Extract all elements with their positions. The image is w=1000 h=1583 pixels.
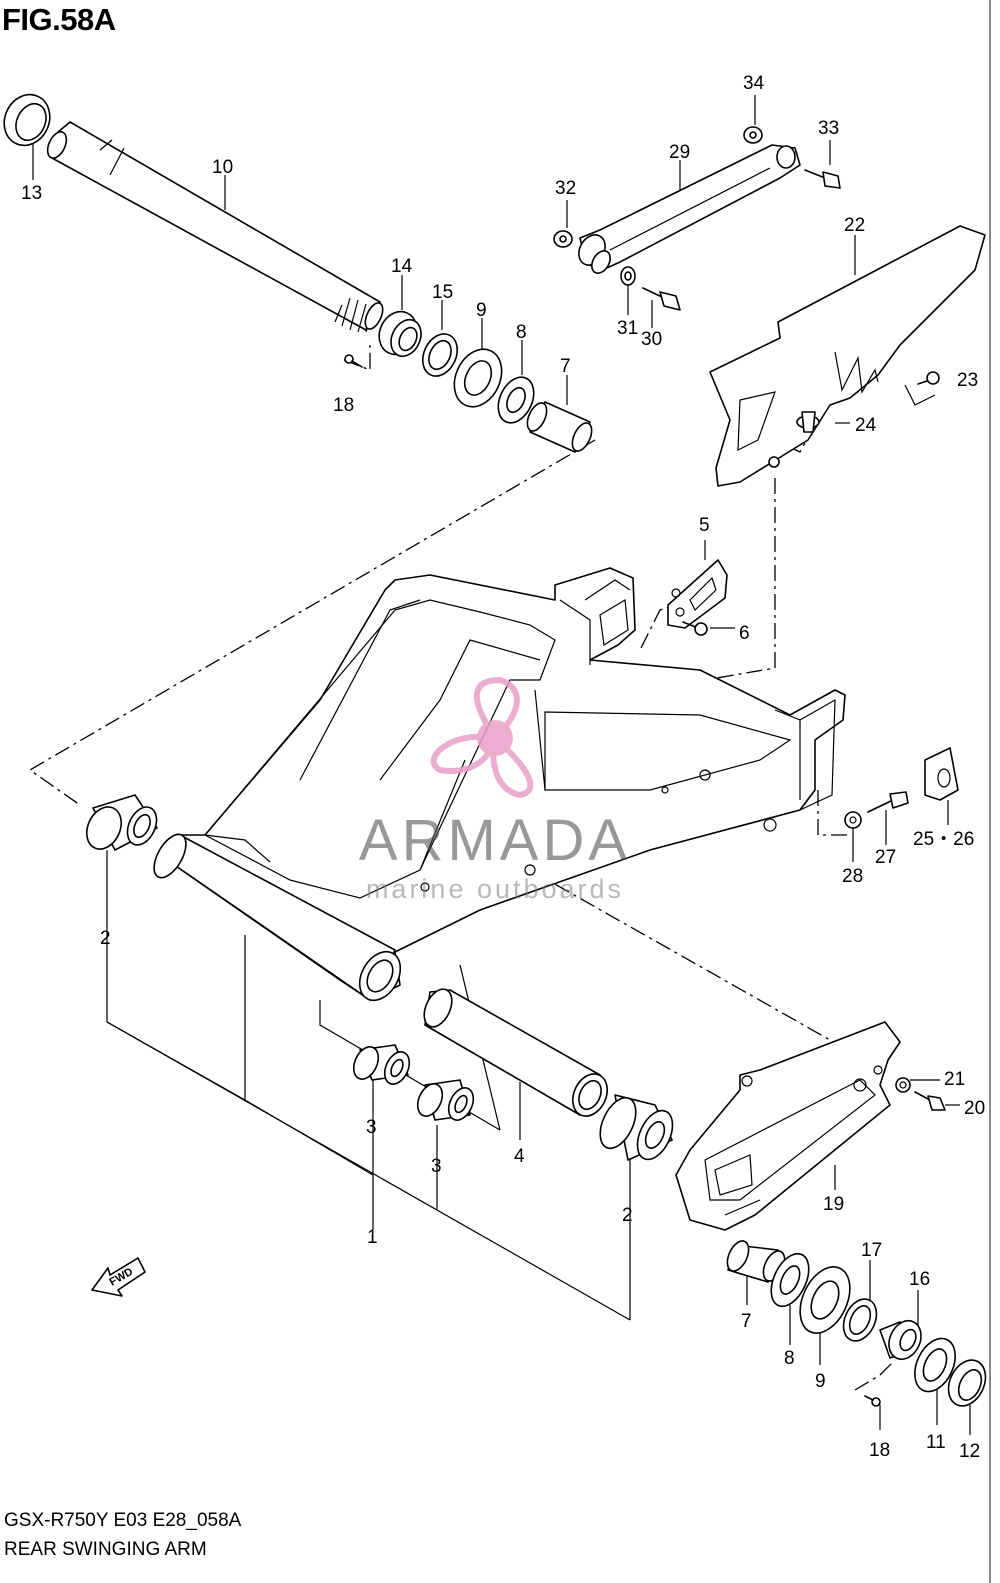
- part-2-bushing-right: [599, 1094, 674, 1161]
- watermark-brand: ARMADA: [359, 808, 631, 873]
- part-30-bolt: [642, 287, 681, 311]
- part-18-screw-top: [344, 354, 363, 368]
- watermark-logo: ARMADA marine outboards: [359, 676, 631, 904]
- figure-name: REAR SWINGING ARM: [4, 1539, 207, 1560]
- part-34-washer: [743, 126, 763, 144]
- part-25-26-buffer: [924, 747, 959, 801]
- callout-7b: 7: [741, 1311, 752, 1332]
- frame-border: [989, 0, 991, 1583]
- callout-34: 34: [743, 73, 765, 94]
- callout-19: 19: [823, 1194, 844, 1215]
- callout-24: 24: [855, 415, 877, 436]
- part-10-pivot-shaft: [46, 121, 384, 333]
- callout-15: 15: [432, 282, 453, 303]
- part-4-sleeve: [423, 988, 609, 1117]
- callout-25-26: 25・26: [913, 829, 974, 850]
- callout-21: 21: [944, 1069, 965, 1090]
- part-9-bearing: [453, 348, 503, 408]
- callout-22: 22: [844, 215, 865, 236]
- callout-17: 17: [861, 1240, 882, 1261]
- part-27-bolt: [867, 791, 909, 813]
- part-23-bolt: [917, 371, 940, 385]
- callout-28: 28: [842, 866, 863, 887]
- part-21-washer: [895, 1077, 911, 1093]
- callout-labels: 13 10 14 15 9 8 7 18 32 29 34 33 22 31 3…: [21, 73, 985, 1462]
- callout-29: 29: [669, 142, 690, 163]
- callout-14: 14: [391, 256, 413, 277]
- part-33-bolt: [804, 169, 841, 189]
- callout-2a: 2: [100, 928, 111, 949]
- part-20-bolt: [914, 1091, 946, 1111]
- part-16-nut: [879, 1319, 922, 1361]
- callout-13: 13: [21, 183, 42, 204]
- part-24-nut: [796, 411, 820, 433]
- callout-5: 5: [699, 515, 710, 536]
- part-8-washer-lower: [770, 1252, 810, 1308]
- callout-11: 11: [926, 1432, 946, 1453]
- part-18-screw-bottom: [864, 1395, 881, 1407]
- callout-6: 6: [739, 623, 750, 644]
- callout-3a: 3: [366, 1117, 377, 1138]
- figure-title: FIG.58A: [2, 2, 116, 37]
- part-8-washer: [497, 376, 535, 424]
- part-6-bolt: [682, 621, 708, 636]
- part-32-washer: [553, 230, 573, 248]
- model-code: GSX-R750Y E03 E28_058A: [4, 1510, 242, 1531]
- callout-32: 32: [555, 178, 576, 199]
- watermark-tagline: marine outboards: [366, 874, 624, 904]
- callout-3b: 3: [431, 1156, 442, 1177]
- part-29-torque-link: [578, 144, 801, 274]
- part-15-ring: [421, 333, 459, 377]
- callout-20: 20: [964, 1098, 985, 1119]
- callout-27: 27: [875, 847, 896, 868]
- callout-8a: 8: [516, 322, 527, 343]
- callout-10: 10: [212, 157, 233, 178]
- callout-31: 31: [617, 318, 638, 339]
- propeller-logo-icon: [430, 676, 534, 799]
- part-5-plate: [667, 559, 728, 629]
- callout-1: 1: [367, 1227, 378, 1248]
- forward-arrow-icon: FWD: [91, 1257, 146, 1297]
- callout-30: 30: [641, 329, 662, 350]
- part-13-dust-seal: [3, 93, 51, 147]
- callout-4: 4: [514, 1146, 525, 1167]
- part-31-washer: [620, 266, 636, 286]
- callout-2b: 2: [622, 1205, 633, 1226]
- part-14-nut: [378, 310, 422, 358]
- callout-16: 16: [909, 1269, 930, 1290]
- callout-33: 33: [818, 118, 839, 139]
- callout-9b: 9: [815, 1371, 826, 1392]
- part-3-bushing-b: [416, 1079, 475, 1121]
- callout-12: 12: [959, 1441, 980, 1462]
- callout-7a: 7: [560, 356, 571, 377]
- part-9-bearing-lower: [799, 1266, 851, 1334]
- callout-9a: 9: [476, 300, 487, 321]
- part-2-bushing-left: [85, 794, 158, 851]
- part-11-washer: [914, 1337, 956, 1393]
- callout-23: 23: [957, 370, 978, 391]
- part-3-bushing-a: [352, 1044, 411, 1085]
- part-22-chain-guard: [709, 225, 986, 487]
- part-17-ring: [842, 1298, 878, 1342]
- part-12-seal: [947, 1359, 987, 1407]
- part-19-bracket: [675, 1021, 901, 1231]
- callout-18b: 18: [869, 1440, 890, 1461]
- callout-8b: 8: [784, 1348, 795, 1369]
- callout-18a: 18: [333, 395, 354, 416]
- part-7-spacer: [526, 401, 593, 453]
- part-28-washer: [844, 811, 862, 829]
